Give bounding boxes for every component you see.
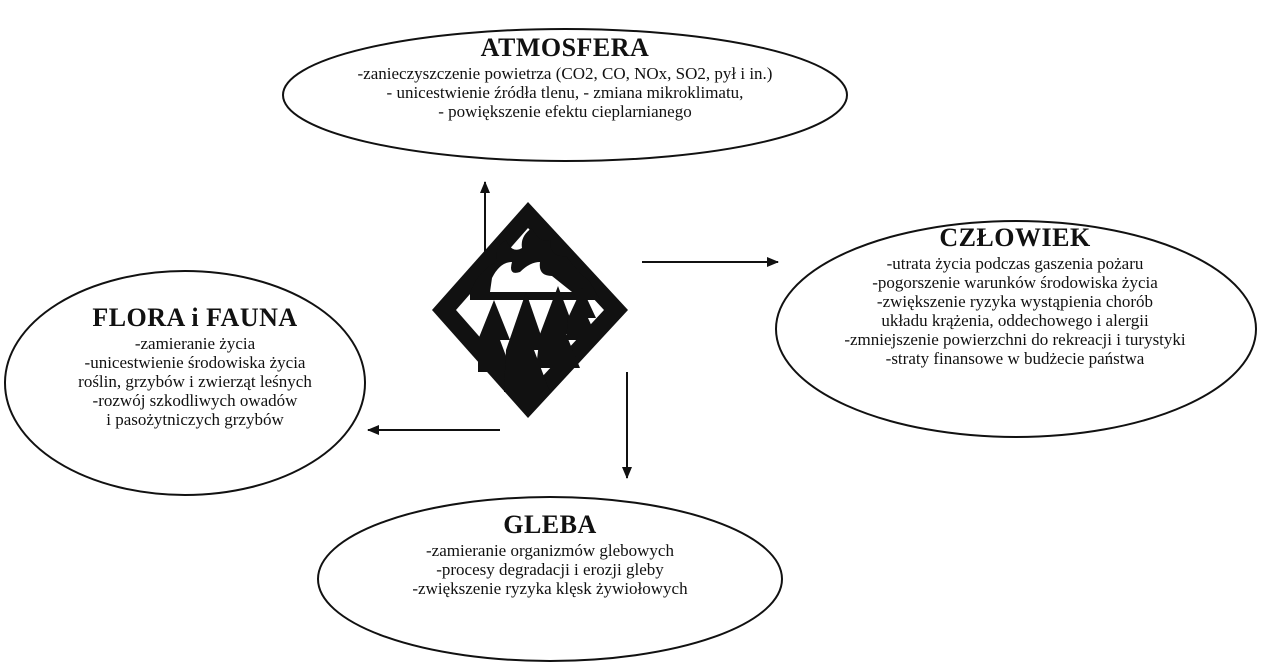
gleba-line: -zamieranie organizmów glebowych	[426, 541, 674, 561]
czlowiek-title: CZŁOWIEK	[939, 223, 1091, 252]
forest-fire-icon	[432, 202, 628, 418]
czlowiek-line: układu krążenia, oddechowego i alergii	[881, 311, 1149, 331]
czlowiek-ellipse	[775, 220, 1257, 438]
czlowiek-line: -straty finansowe w budżecie państwa	[885, 349, 1145, 369]
gleba-line: -zwiększenie ryzyka klęsk żywiołowych	[412, 579, 688, 599]
flora-fauna-line: -unicestwienie środowiska życia	[84, 353, 306, 373]
atmosfera-line: -zanieczyszczenie powietrza (CO2, CO, NO…	[357, 64, 773, 84]
atmosfera-node: ATMOSFERA -zanieczyszczenie powietrza (C…	[305, 33, 825, 121]
gleba-ellipse	[317, 496, 783, 662]
gleba-line: -procesy degradacji i erozji gleby	[436, 560, 664, 580]
czlowiek-line: -zwiększenie ryzyka wystąpienia chorób	[876, 292, 1154, 312]
gleba-title: GLEBA	[503, 510, 597, 539]
czlowiek-node: CZŁOWIEK -utrata życia podczas gaszenia …	[780, 223, 1250, 368]
czlowiek-line: -utrata życia podczas gaszenia pożaru	[886, 254, 1144, 274]
flora-fauna-line: -zamieranie życia	[134, 334, 256, 354]
atmosfera-title: ATMOSFERA	[480, 33, 650, 62]
flora-fauna-line: roślin, grzybów i zwierząt leśnych	[78, 372, 312, 392]
atmosfera-line: - unicestwienie źródła tlenu, - zmiana m…	[386, 83, 744, 103]
atmosfera-line: - powiększenie efektu cieplarnianego	[438, 102, 692, 122]
czlowiek-line: -zmniejszenie powierzchni do rekreacji i…	[844, 330, 1186, 350]
flora-fauna-node: FLORA i FAUNA -zamieranie życia -unicest…	[15, 303, 375, 429]
flora-fauna-line: -rozwój szkodliwych owadów	[92, 391, 298, 411]
flora-fauna-ellipse	[4, 270, 366, 496]
flora-fauna-line: i pasożytniczych grzybów	[106, 410, 284, 430]
atmosfera-ellipse	[282, 28, 848, 162]
czlowiek-line: -pogorszenie warunków środowiska życia	[872, 273, 1158, 293]
gleba-node: GLEBA -zamieranie organizmów glebowych -…	[345, 510, 755, 598]
flora-fauna-title: FLORA i FAUNA	[92, 303, 298, 332]
